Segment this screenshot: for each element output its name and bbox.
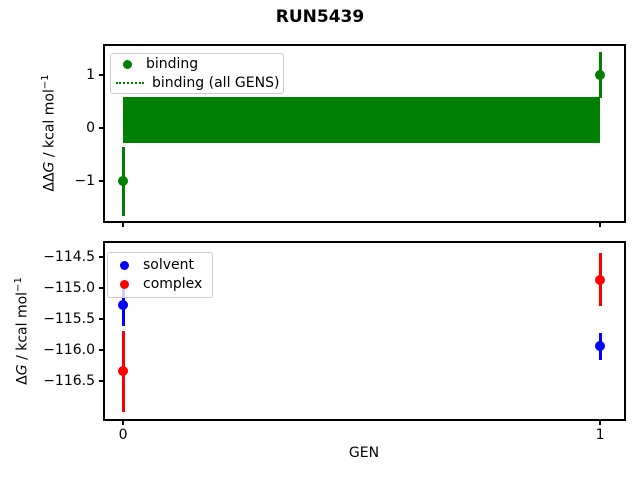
x-tick-label: 0: [118, 427, 128, 443]
binding-dot-icon: [115, 59, 139, 69]
complex-point: [118, 366, 129, 377]
y-tick: [99, 287, 103, 290]
legend-label: binding: [146, 55, 199, 72]
dotted-line-icon: [115, 82, 145, 84]
legend-dg: solvent complex: [107, 252, 213, 298]
y-tick-label: −1: [74, 173, 95, 190]
x-tick: [122, 223, 125, 227]
y-tick: [99, 127, 103, 130]
complex-dot-icon: [112, 280, 136, 289]
x-tick: [599, 223, 602, 227]
y-tick: [99, 348, 103, 351]
axes-dg: [103, 241, 626, 421]
solvent-point: [595, 341, 606, 352]
binding-point: [595, 69, 606, 80]
y-tick-label: −116.0: [43, 341, 95, 358]
legend-item-binding: binding: [115, 55, 277, 74]
legend-label: complex: [143, 276, 203, 292]
figure-title: RUN5439: [275, 7, 365, 27]
solvent-dot-icon: [112, 261, 136, 270]
solvent-point: [118, 300, 129, 311]
y-tick-label: −115.5: [43, 310, 95, 327]
x-tick-label: 1: [595, 427, 605, 443]
all-gens-band: [123, 96, 601, 143]
y-tick: [99, 317, 103, 320]
legend-item-complex: complex: [112, 275, 206, 294]
y-tick: [99, 379, 103, 382]
y-tick: [99, 73, 103, 76]
y-tick: [99, 256, 103, 259]
legend-label: solvent: [143, 257, 195, 273]
y-tick-label: 1: [86, 66, 95, 83]
x-tick: [122, 421, 125, 425]
legend-label: binding (all GENS): [152, 74, 280, 91]
y-tick-label: 0: [86, 120, 95, 137]
legend-ddg: binding binding (all GENS): [110, 53, 284, 94]
binding-point: [118, 176, 129, 187]
x-axis-label: GEN: [348, 445, 380, 461]
y-tick: [99, 180, 103, 183]
y-tick-label: −116.5: [43, 372, 95, 389]
legend-item-solvent: solvent: [112, 256, 206, 275]
x-tick: [599, 421, 602, 425]
complex-point: [595, 274, 606, 285]
y-tick-label: −114.5: [43, 249, 95, 266]
axes-ddg: [103, 44, 626, 223]
y-tick-label: −115.0: [43, 280, 95, 297]
legend-item-binding-all-gens: binding (all GENS): [115, 74, 280, 93]
